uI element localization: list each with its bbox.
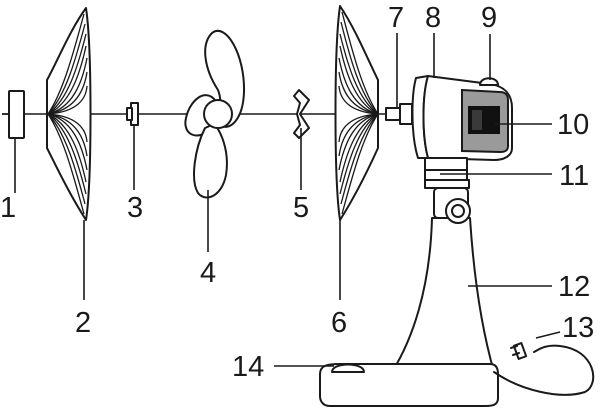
part-tilt-joint xyxy=(424,157,470,189)
part-stand xyxy=(391,187,495,373)
part-motor-housing xyxy=(411,75,513,161)
callout-number-13: 13 xyxy=(562,312,594,344)
callout-number-7: 7 xyxy=(388,2,404,34)
part-locking-clip xyxy=(293,89,310,139)
callout-number-9: 9 xyxy=(481,2,497,34)
part-switch xyxy=(461,88,509,154)
part-blade-nut xyxy=(126,102,139,126)
callout-number-3: 3 xyxy=(127,192,143,224)
callout-number-11: 11 xyxy=(559,160,589,192)
leader-line-13 xyxy=(535,331,561,339)
callout-number-6: 6 xyxy=(331,307,347,339)
part-front-guard xyxy=(46,7,92,221)
part-base xyxy=(319,363,499,407)
part-fan-blades xyxy=(184,29,246,199)
callout-number-1: 1 xyxy=(0,192,16,224)
callout-number-2: 2 xyxy=(75,307,91,339)
callout-number-4: 4 xyxy=(200,257,216,289)
callout-number-14: 14 xyxy=(232,351,264,383)
callout-number-12: 12 xyxy=(558,271,590,303)
part-spinner-cap xyxy=(2,90,25,139)
callout-number-8: 8 xyxy=(425,2,441,34)
part-rear-guard xyxy=(334,5,379,221)
callout-number-10: 10 xyxy=(557,109,589,141)
part-motor-shaft xyxy=(385,103,413,125)
part-oscillation-knob xyxy=(479,77,499,86)
part-power-cord xyxy=(493,342,595,396)
callout-number-5: 5 xyxy=(293,192,309,224)
